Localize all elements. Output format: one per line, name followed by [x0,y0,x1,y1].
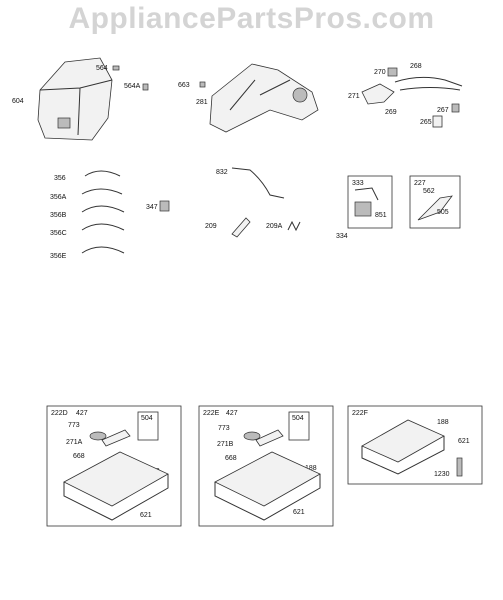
label-564a: 564A [124,83,141,90]
box-227 [409,175,461,229]
label-356e: 356E [50,253,67,260]
label-333: 333 [352,180,364,187]
label-504-e: 504 [292,415,304,422]
label-604: 604 [12,98,24,105]
wire-356c[interactable] [81,223,125,231]
part-347[interactable] [159,200,170,212]
label-271a: 271A [66,439,83,446]
label-188-f: 188 [437,419,449,426]
label-621-d: 621 [140,512,152,519]
base-assembly-222f[interactable] [361,419,463,477]
blower-housing-604[interactable] [37,57,113,141]
spring-209[interactable] [231,217,251,238]
box-222f [347,405,483,485]
part-333[interactable] [354,187,379,217]
box-222e [198,405,334,527]
bracket-281[interactable] [209,63,319,133]
label-271: 271 [348,93,360,100]
label-356a: 356A [50,194,67,201]
label-188-e: 188 [305,465,317,472]
wire-832[interactable] [231,167,285,199]
label-222f: 222F [352,410,368,417]
label-773-e: 773 [218,425,230,432]
lever-227[interactable] [417,195,453,221]
label-356: 356 [54,175,66,182]
label-773-d: 773 [68,422,80,429]
wire-356[interactable] [84,170,121,177]
label-268: 268 [410,63,422,70]
label-621-f: 621 [458,438,470,445]
label-851: 851 [375,212,387,219]
box-333 [347,175,393,229]
label-505: 505 [437,209,449,216]
label-347: 347 [146,204,158,211]
label-209a: 209A [266,223,283,230]
label-334: 334 [336,233,348,240]
label-356b: 356B [50,212,67,219]
label-267: 267 [437,107,449,114]
wire-356e[interactable] [81,246,125,254]
label-227: 227 [414,180,426,187]
part-267[interactable] [451,103,460,113]
label-504-d: 504 [141,415,153,422]
label-668-d: 668 [73,453,85,460]
label-832: 832 [216,169,228,176]
label-564: 564 [96,65,108,72]
screw-564[interactable] [112,65,120,71]
box-222d [46,405,182,527]
label-270: 270 [374,69,386,76]
label-265: 265 [420,119,432,126]
label-663: 663 [178,82,190,89]
part-270[interactable] [387,67,398,77]
label-427-d: 427 [76,410,88,417]
box-504-d [137,411,159,441]
cable-268[interactable] [394,76,463,91]
label-269: 269 [385,109,397,116]
label-209: 209 [205,223,217,230]
screw-663[interactable] [199,81,206,88]
box-504-e [288,411,310,441]
label-621-e: 621 [293,509,305,516]
wire-356a[interactable] [81,188,123,195]
spring-209a[interactable] [287,220,301,232]
label-356c: 356C [50,230,67,237]
watermark: AppliancePartsPros.com [68,2,435,35]
lever-271[interactable] [361,83,395,105]
label-1230: 1230 [434,471,450,478]
part-265[interactable] [432,115,443,128]
label-222e: 222E [203,410,220,417]
screw-564a[interactable] [142,83,149,91]
base-assembly-222e[interactable] [214,429,321,521]
label-271b: 271B [217,441,234,448]
wire-356b[interactable] [81,205,125,213]
label-427-e: 427 [226,410,238,417]
label-222d: 222D [51,410,68,417]
label-562: 562 [423,188,435,195]
label-668-e: 668 [225,455,237,462]
base-assembly-222d[interactable] [63,429,169,521]
label-281: 281 [196,99,208,106]
